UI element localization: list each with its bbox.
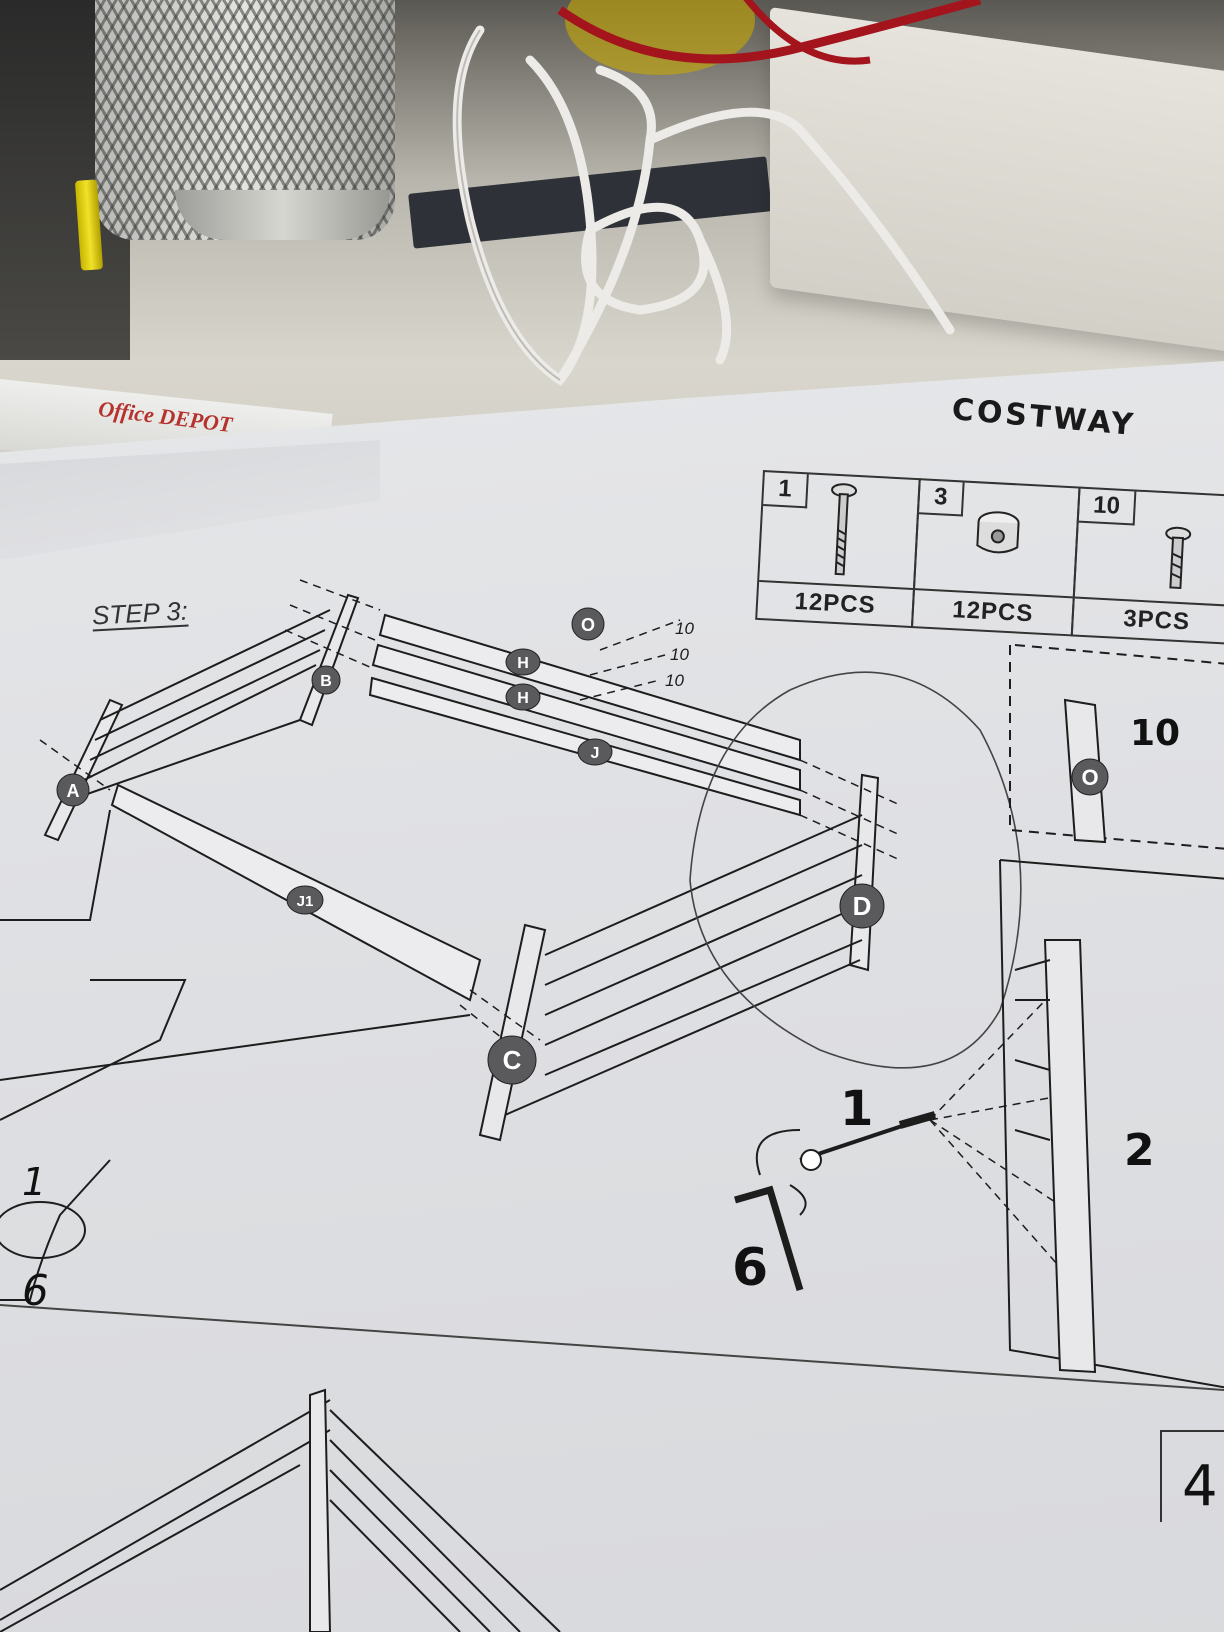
- label-b: B: [320, 673, 332, 690]
- screw-ref-1: 10: [675, 619, 694, 638]
- label-badge-h2: [505, 683, 541, 711]
- label-badge-b: [311, 665, 341, 695]
- label-detail-o: O: [1081, 765, 1098, 790]
- label-badge-j1: [286, 885, 324, 915]
- screw-ref-3: 10: [665, 671, 684, 690]
- nut-ref: 2: [1124, 1125, 1155, 1176]
- barrel-nut-icon: [976, 511, 1020, 554]
- label-badge-d: [839, 883, 885, 929]
- white-cable: [452, 25, 955, 387]
- part-cell: 1 12PCS: [755, 470, 921, 629]
- part-cell: 3 12PCS: [910, 478, 1081, 637]
- left-wrench-ref: 6: [22, 1266, 49, 1315]
- detail-screw-ref: 10: [1130, 713, 1180, 754]
- left-bolt-ref: 1: [22, 1160, 46, 1204]
- bolt-ref: 1: [840, 1081, 873, 1137]
- bolt-icon: [831, 483, 858, 576]
- label-badge-j: [577, 738, 613, 766]
- label-a: A: [67, 781, 80, 801]
- label-j: J: [591, 745, 600, 762]
- label-badge-a: [56, 773, 90, 807]
- label-d: D: [853, 891, 872, 921]
- label-c: C: [503, 1045, 522, 1075]
- pencil-cup-base: [175, 190, 390, 240]
- screw-icon: [1165, 526, 1192, 590]
- parts-table: 1 12PCS 3 12PCS 10 3PCS: [755, 470, 1224, 646]
- part-cell: 10 3PCS: [1070, 486, 1224, 646]
- screw-ref-2: 10: [670, 645, 689, 664]
- label-badge-o: [571, 607, 605, 641]
- label-h2: H: [517, 690, 529, 707]
- label-j1: J1: [297, 893, 314, 910]
- wrench-ref: 6: [732, 1238, 768, 1298]
- next-step-box: [1160, 1430, 1224, 1522]
- label-badge-c: [487, 1035, 537, 1085]
- label-badge-h1: [505, 648, 541, 676]
- next-step-number: 4: [1182, 1454, 1218, 1519]
- instruction-sheet: [0, 357, 1224, 1632]
- label-badge-detail-o: [1071, 758, 1109, 796]
- label-h1: H: [517, 655, 529, 672]
- red-glasses: [557, 0, 982, 75]
- label-o: O: [581, 615, 595, 635]
